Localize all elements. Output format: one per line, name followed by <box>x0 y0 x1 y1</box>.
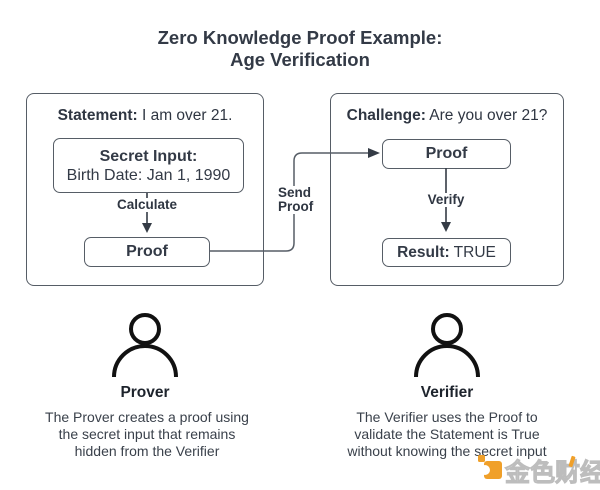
jinse-brand-text: 金色财经 <box>504 459 600 488</box>
verifier-name: Verifier <box>420 384 474 401</box>
challenge-label: Challenge: <box>346 107 426 124</box>
challenge-heading: Challenge: Are you over 21? <box>331 107 563 125</box>
challenge-text: Are you over 21? <box>425 107 548 124</box>
verifier-desc-line2: validate the Statement is True <box>354 426 540 442</box>
verifier-panel: Challenge: Are you over 21? Proof Result… <box>330 93 564 286</box>
send-proof-label: Send Proof <box>278 186 314 214</box>
prover-description: The Prover creates a proof using the sec… <box>25 409 269 460</box>
verifier-desc-line1: The Verifier uses the Proof to <box>356 409 538 425</box>
secret-input-box: Secret Input: Birth Date: Jan 1, 1990 <box>53 138 244 193</box>
jinse-logo-small-square <box>478 455 485 462</box>
verifier-description: The Verifier uses the Proof to validate … <box>327 409 567 460</box>
result-content: Result: TRUE <box>397 244 496 262</box>
page-title: Zero Knowledge Proof Example: Age Verifi… <box>0 27 600 71</box>
jinse-watermark: 金色财经 <box>478 452 600 488</box>
statement-text: I am over 21. <box>137 107 233 124</box>
prover-desc-line2: the secret input that remains <box>58 426 236 442</box>
prover-desc-line1: The Prover creates a proof using <box>45 409 249 425</box>
result-label: Result: <box>397 243 450 261</box>
verify-label: Verify <box>416 193 476 207</box>
result-value: TRUE <box>449 243 496 261</box>
send-proof-label-line1: Send <box>278 185 312 200</box>
verifier-person-icon <box>414 313 480 378</box>
calculate-label: Calculate <box>103 198 191 212</box>
page-title-line1: Zero Knowledge Proof Example: <box>157 27 443 48</box>
prover-name: Prover <box>120 384 170 401</box>
secret-input-value: Birth Date: Jan 1, 1990 <box>66 166 231 184</box>
prover-proof-box: Proof <box>84 237 210 267</box>
prover-panel: Statement: I am over 21. Secret Input: B… <box>26 93 264 286</box>
verifier-desc-line3: without knowing the secret input <box>347 443 547 459</box>
prover-person-icon <box>112 313 178 378</box>
page-title-line2: Age Verification <box>230 49 370 70</box>
prover-proof-label: Proof <box>126 243 168 260</box>
verifier-proof-box: Proof <box>382 139 511 169</box>
statement-heading: Statement: I am over 21. <box>27 107 263 125</box>
result-box: Result: TRUE <box>382 238 511 267</box>
verifier-proof-label: Proof <box>425 145 468 162</box>
secret-input-label: Secret Input: <box>99 147 198 165</box>
jinse-logo-icon <box>478 454 503 482</box>
prover-desc-line3: hidden from the Verifier <box>74 443 220 459</box>
send-proof-label-line2: Proof <box>278 199 314 214</box>
jinse-logo-notch <box>480 465 490 475</box>
statement-label: Statement: <box>57 107 138 124</box>
